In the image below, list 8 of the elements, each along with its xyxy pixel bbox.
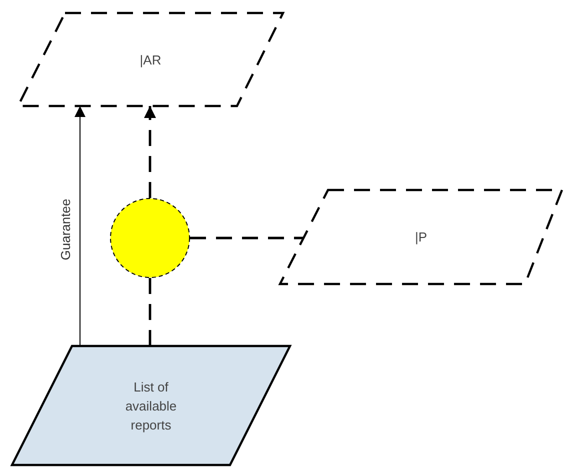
node-label: |P [414, 228, 428, 246]
connector-line [148, 278, 152, 346]
edge-label: Guarantee [58, 197, 73, 261]
node-label: List of available reports [124, 378, 178, 434]
arrow [74, 106, 86, 346]
connector-line [190, 236, 304, 240]
arrow [144, 106, 156, 198]
node-label: |AR [138, 51, 162, 69]
